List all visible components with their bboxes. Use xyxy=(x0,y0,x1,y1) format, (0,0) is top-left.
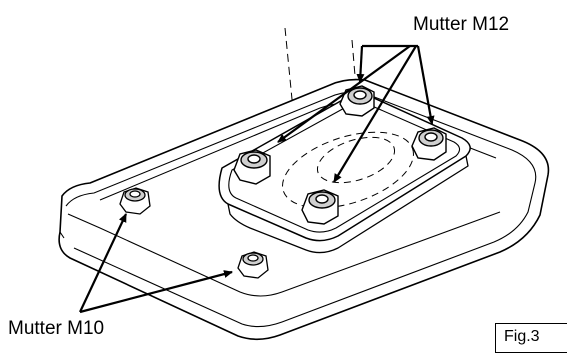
nut-m10-right xyxy=(237,251,269,279)
nut-m12-right xyxy=(411,127,447,161)
nut-m10-left xyxy=(119,187,151,215)
leader-arrows-m12 xyxy=(277,44,435,183)
nut-m12-front xyxy=(301,189,339,225)
figure-number: Fig.3 xyxy=(504,328,540,345)
nut-m12-left xyxy=(233,149,271,185)
hidden-circles xyxy=(282,131,414,209)
nut-m12-top xyxy=(339,85,375,117)
label-nut-m10: Mutter M10 xyxy=(8,318,105,339)
label-nut-m12: Mutter M12 xyxy=(413,14,510,35)
leader-arrows-m10 xyxy=(79,213,233,314)
